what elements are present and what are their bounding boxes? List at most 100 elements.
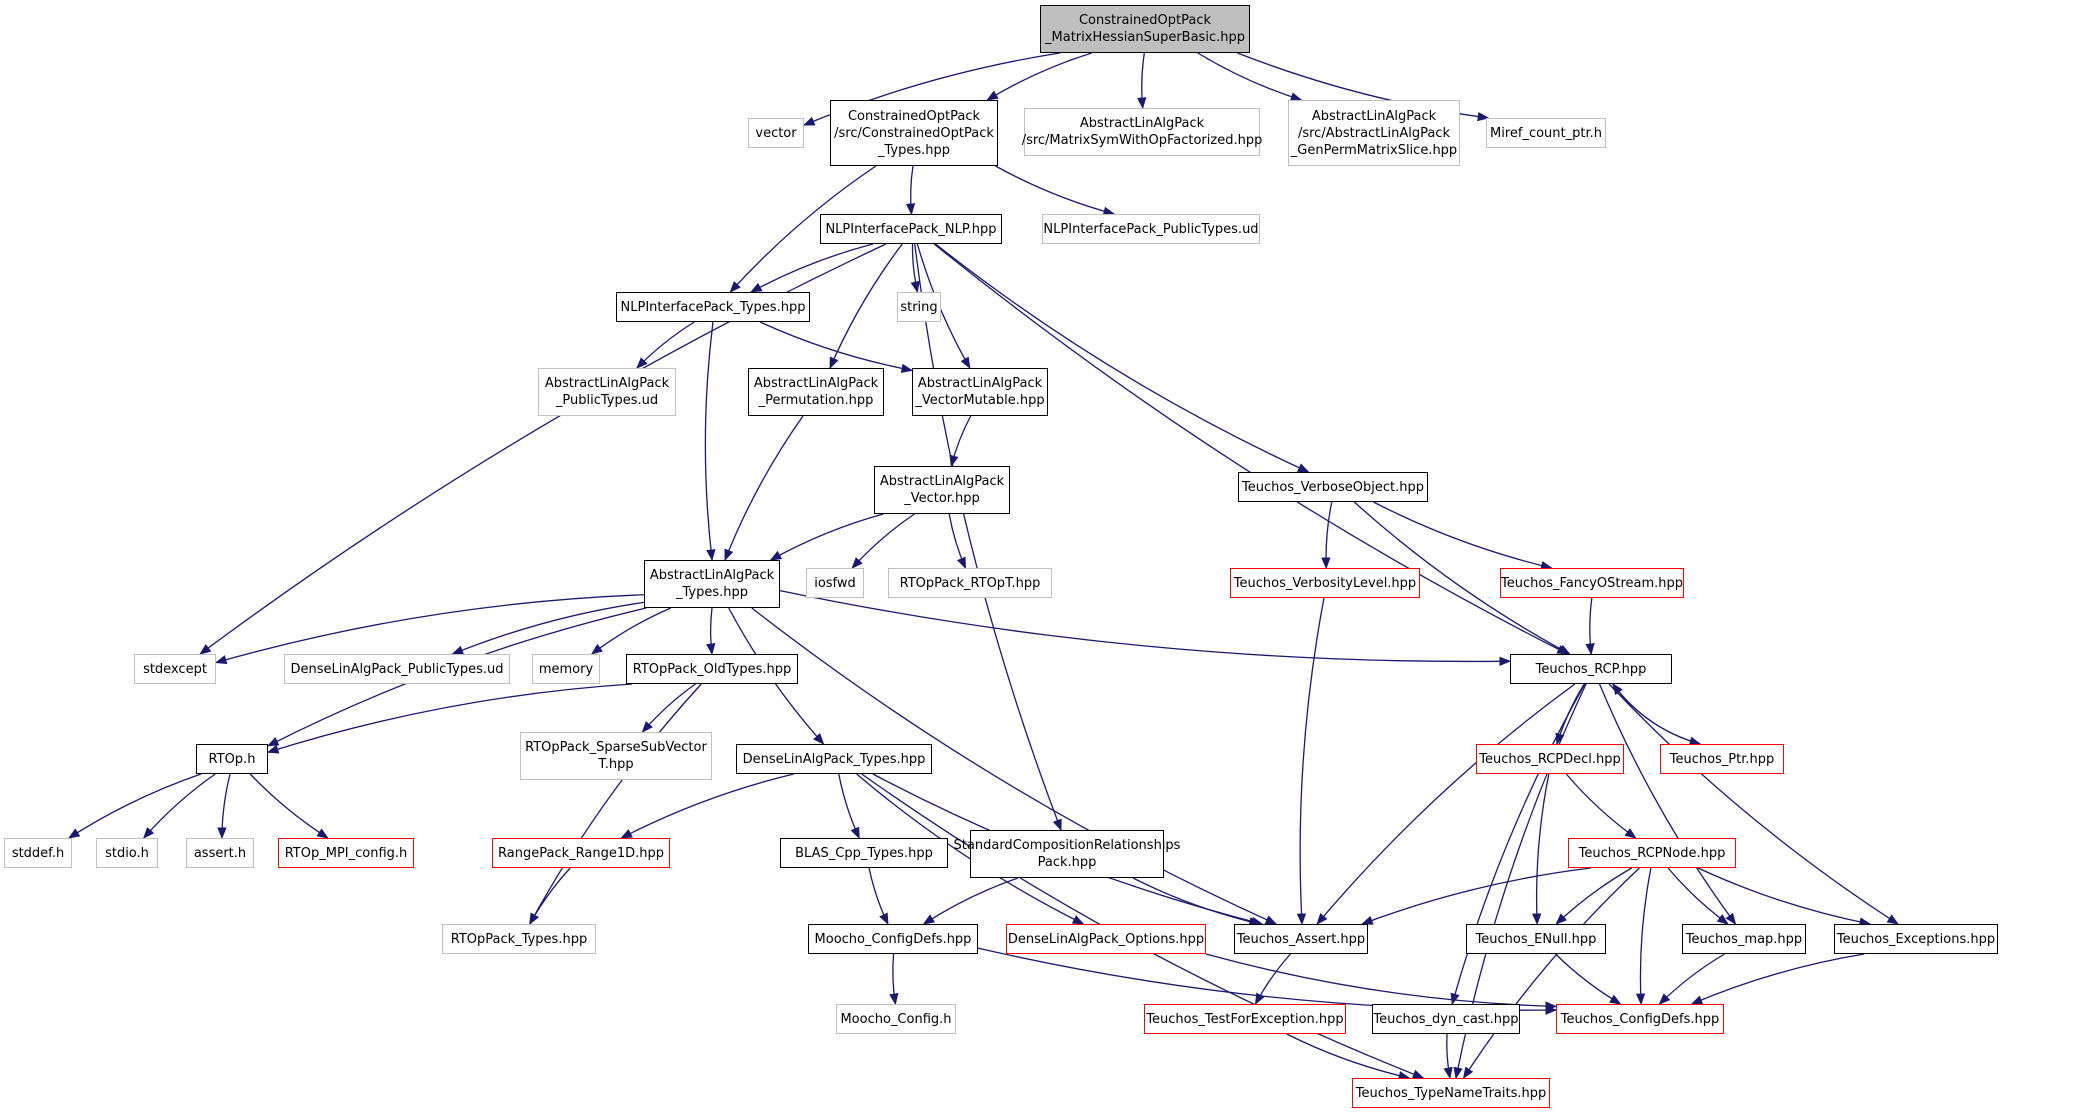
graph-node-vector[interactable]: vector (748, 118, 804, 148)
edge-blas-to-moocho-cfg (868, 867, 889, 926)
edge-root-to-cop-types (986, 52, 1092, 101)
graph-node-mswof[interactable]: AbstractLinAlgPack /src/MatrixSymWithOpF… (1022, 108, 1262, 156)
graph-node-root[interactable]: ConstrainedOptPack _MatrixHessianSuperBa… (1040, 5, 1250, 53)
edge-moocho-cfg-to-moocho-config (889, 953, 899, 1006)
edge-ala-types-to-memory (590, 607, 672, 655)
edge-dla-types-to-dla-options (856, 773, 1085, 925)
graph-node-t-typename[interactable]: Teuchos_TypeNameTraits.hpp (1352, 1078, 1550, 1108)
edge-cop-types-to-nlp (905, 165, 916, 216)
edge-t-fancy-to-t-rcp (1585, 597, 1595, 656)
edge-std-comp-to-moocho-cfg (922, 877, 1019, 925)
edge-t-rcpnode-to-t-map (1667, 867, 1729, 925)
graph-node-t-cfgdefs[interactable]: Teuchos_ConfigDefs.hpp (1556, 1004, 1724, 1034)
edge-t-map-to-t-cfgdefs (1658, 953, 1725, 1005)
graph-node-t-dyncast[interactable]: Teuchos_dyn_cast.hpp (1372, 1004, 1520, 1034)
edge-root-to-genperm (1197, 52, 1303, 102)
edge-cop-types-to-nlp-public (995, 165, 1116, 216)
graph-node-range1d[interactable]: RangePack_Range1D.hpp (492, 838, 670, 868)
edge-dla-types-to-range1d (620, 773, 794, 839)
edge-rtop-h-to-stdio (142, 773, 216, 839)
edge-t-rcp-to-t-except (1608, 683, 1899, 925)
edge-std-comp-to-t-assert (1132, 877, 1261, 927)
graph-node-rtop-old[interactable]: RTOpPack_OldTypes.hpp (626, 654, 798, 684)
edge-t-assert-to-t-testexc (1254, 953, 1291, 1006)
edge-nlp-types-to-ala-public (636, 321, 695, 369)
graph-node-nlp[interactable]: NLPInterfacePack_NLP.hpp (820, 214, 1002, 244)
graph-node-t-rcp[interactable]: Teuchos_RCP.hpp (1510, 654, 1672, 684)
graph-node-moocho-cfg[interactable]: Moocho_ConfigDefs.hpp (808, 924, 978, 954)
graph-node-genperm[interactable]: AbstractLinAlgPack /src/AbstractLinAlgPa… (1288, 100, 1460, 166)
graph-node-t-except[interactable]: Teuchos_Exceptions.hpp (1834, 924, 1998, 954)
graph-node-t-testexc[interactable]: Teuchos_TestForException.hpp (1144, 1004, 1346, 1034)
graph-node-stdexcept[interactable]: stdexcept (134, 654, 216, 684)
edge-t-rcpnode-to-t-except (1697, 867, 1872, 927)
graph-node-rtop-h[interactable]: RTOp.h (196, 744, 268, 774)
edge-ala-types-to-stdexcept (214, 594, 645, 665)
edge-rtop-old-to-rtop-h (266, 683, 633, 754)
graph-node-blas[interactable]: BLAS_Cpp_Types.hpp (780, 838, 948, 868)
graph-node-t-map[interactable]: Teuchos_map.hpp (1682, 924, 1806, 954)
edge-t-verbose-to-t-rcp (1353, 501, 1571, 655)
graph-node-t-fancy[interactable]: Teuchos_FancyOStream.hpp (1500, 568, 1684, 598)
graph-node-t-verblevel[interactable]: Teuchos_VerbosityLevel.hpp (1230, 568, 1420, 598)
graph-node-rtop-mpi[interactable]: RTOp_MPI_config.h (278, 838, 414, 868)
edge-ala-types-to-t-rcp (779, 589, 1512, 666)
graph-node-rtop-t[interactable]: RTOpPack_RTOpT.hpp (888, 568, 1052, 598)
graph-node-ala-perm[interactable]: AbstractLinAlgPack _Permutation.hpp (748, 368, 884, 416)
graph-node-t-assert[interactable]: Teuchos_Assert.hpp (1234, 924, 1368, 954)
edge-t-verbose-to-t-verblevel (1321, 501, 1333, 570)
edge-nlp-types-to-ala-types (704, 321, 716, 562)
graph-node-t-verbose[interactable]: Teuchos_VerboseObject.hpp (1238, 472, 1428, 502)
edge-ala-types-to-dla-public (451, 601, 645, 655)
graph-node-ala-public[interactable]: AbstractLinAlgPack _PublicTypes.ud (538, 368, 676, 416)
edge-t-rcp-to-t-assert (1316, 683, 1576, 925)
graph-node-dla-types[interactable]: DenseLinAlgPack_Types.hpp (736, 744, 932, 774)
graph-node-t-enull[interactable]: Teuchos_ENull.hpp (1466, 924, 1606, 954)
graph-node-t-rcpdecl[interactable]: Teuchos_RCPDecl.hpp (1476, 744, 1624, 774)
graph-node-t-ptr[interactable]: Teuchos_Ptr.hpp (1660, 744, 1784, 774)
edge-ala-vec-to-rtop-t (948, 513, 967, 570)
graph-node-moocho-config[interactable]: Moocho_Config.h (836, 1004, 956, 1034)
graph-node-string[interactable]: string (897, 292, 941, 322)
graph-node-ala-types[interactable]: AbstractLinAlgPack _Types.hpp (644, 560, 780, 608)
edge-nlp-to-ala-perm (829, 243, 903, 370)
graph-node-nlp-public[interactable]: NLPInterfacePack_PublicTypes.ud (1042, 214, 1260, 244)
edge-t-rcpdecl-to-t-rcpnode (1565, 773, 1637, 839)
edge-rtop-h-to-stddef (67, 773, 202, 839)
edge-t-rcpnode-to-t-cfgdefs (1635, 867, 1652, 1006)
graph-node-stddef[interactable]: stddef.h (4, 838, 72, 868)
edge-t-rcpnode-to-t-assert (1361, 867, 1591, 925)
edge-ala-types-to-t-assert (751, 607, 1278, 925)
graph-node-std-comp[interactable]: StandardCompositionRelationships Pack.hp… (954, 830, 1180, 878)
graph-node-ala-vecmut[interactable]: AbstractLinAlgPack _VectorMutable.hpp (912, 368, 1048, 416)
edge-root-to-mswof (1137, 52, 1147, 110)
graph-node-rtop-types[interactable]: RTOpPack_Types.hpp (442, 924, 596, 954)
graph-node-memory[interactable]: memory (532, 654, 600, 684)
edge-cop-types-to-nlp-types (729, 165, 877, 293)
edge-ala-vecmut-to-ala-vec (949, 415, 972, 468)
edge-ala-vec-to-iosfwd (851, 513, 915, 569)
graph-node-ala-vec[interactable]: AbstractLinAlgPack _Vector.hpp (874, 466, 1010, 514)
graph-node-miref[interactable]: Miref_count_ptr.h (1486, 118, 1606, 148)
edge-range1d-to-rtop-types (529, 867, 571, 926)
graph-node-stdio[interactable]: stdio.h (96, 838, 158, 868)
edge-nlp-to-string (910, 243, 920, 294)
graph-node-assert[interactable]: assert.h (186, 838, 254, 868)
edge-rtop-h-to-assert (217, 773, 231, 840)
edge-t-except-to-t-cfgdefs (1690, 953, 1865, 1005)
graph-node-rtop-sparse[interactable]: RTOpPack_SparseSubVector T.hpp (520, 732, 712, 780)
graph-node-dla-options[interactable]: DenseLinAlgPack_Options.hpp (1006, 924, 1206, 954)
edge-ala-types-to-rtop-old (706, 607, 716, 656)
graph-node-iosfwd[interactable]: iosfwd (806, 568, 864, 598)
graph-node-dla-public[interactable]: DenseLinAlgPack_PublicTypes.ud (284, 654, 510, 684)
edge-nlp-to-std-comp (914, 243, 1062, 832)
graph-node-cop-types[interactable]: ConstrainedOptPack /src/ConstrainedOptPa… (830, 100, 998, 166)
edge-t-enull-to-t-cfgdefs (1555, 953, 1622, 1005)
edge-ala-vec-to-ala-types (769, 513, 884, 561)
graph-node-t-rcpnode[interactable]: Teuchos_RCPNode.hpp (1568, 838, 1736, 868)
edge-nlp-types-to-ala-vecmut (759, 321, 914, 373)
graph-node-nlp-types[interactable]: NLPInterfacePack_Types.hpp (616, 292, 810, 322)
edge-t-rcpnode-to-t-enull (1555, 867, 1633, 925)
edge-rtop-h-to-rtop-mpi (249, 773, 329, 839)
